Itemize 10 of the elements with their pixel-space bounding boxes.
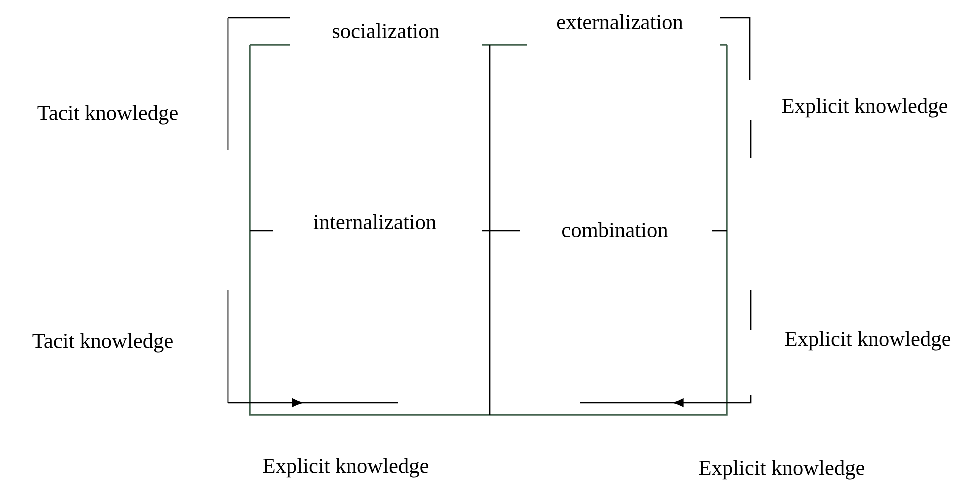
quadrant-label: Explicit knowledge [699, 460, 865, 480]
quadrant-label: Explicit knowledge [782, 98, 948, 118]
quadrant-label: Tacit knowledge [32, 333, 173, 353]
quadrant-label: socialization [332, 24, 440, 38]
quadrant-label: externalization [557, 14, 684, 30]
quadrant-label: Explicit knowledge [263, 458, 429, 478]
quadrant-label: Tacit knowledge [38, 105, 178, 125]
quadrant-label: combination [562, 222, 668, 238]
quadrant-label: Explicit knowledge [785, 331, 950, 351]
quadrant-label: internalization [314, 214, 436, 230]
